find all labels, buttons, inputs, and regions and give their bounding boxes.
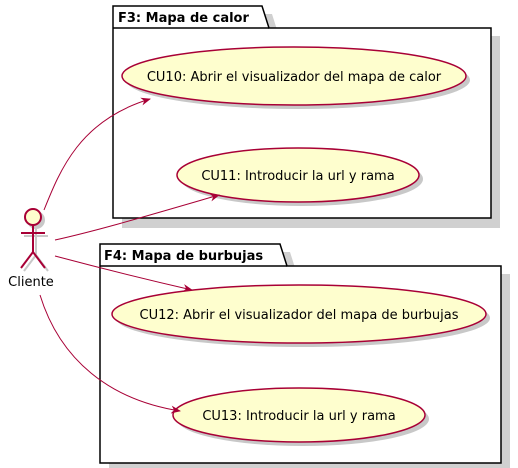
use-case-cu13[interactable]: CU13: Introducir la url y rama <box>172 387 429 446</box>
association-cu12 <box>54 255 193 292</box>
use-case-label: CU10: Abrir el visualizador del mapa de … <box>147 70 442 85</box>
use-case-cu12[interactable]: CU12: Abrir el visualizador del mapa de … <box>111 284 490 347</box>
package-title: F3: Mapa de calor <box>118 11 249 26</box>
use-case-cu11[interactable]: CU11: Introducir la url y rama <box>176 147 423 206</box>
associations <box>39 97 220 414</box>
use-case-label: CU13: Introducir la url y rama <box>202 409 395 424</box>
actor-label: Cliente <box>8 275 54 290</box>
association-cu13 <box>39 294 181 414</box>
actor-cliente[interactable]: Cliente <box>8 208 54 290</box>
actor-figure-icon <box>20 208 46 269</box>
association-cu10 <box>43 97 151 211</box>
use-case-label: CU12: Abrir el visualizador del mapa de … <box>140 308 459 323</box>
use-case-label: CU11: Introducir la url y rama <box>201 169 394 184</box>
use-case-cu10[interactable]: CU10: Abrir el visualizador del mapa de … <box>121 46 470 109</box>
package-title: F4: Mapa de burbujas <box>104 249 263 264</box>
association-cu11 <box>54 193 220 241</box>
